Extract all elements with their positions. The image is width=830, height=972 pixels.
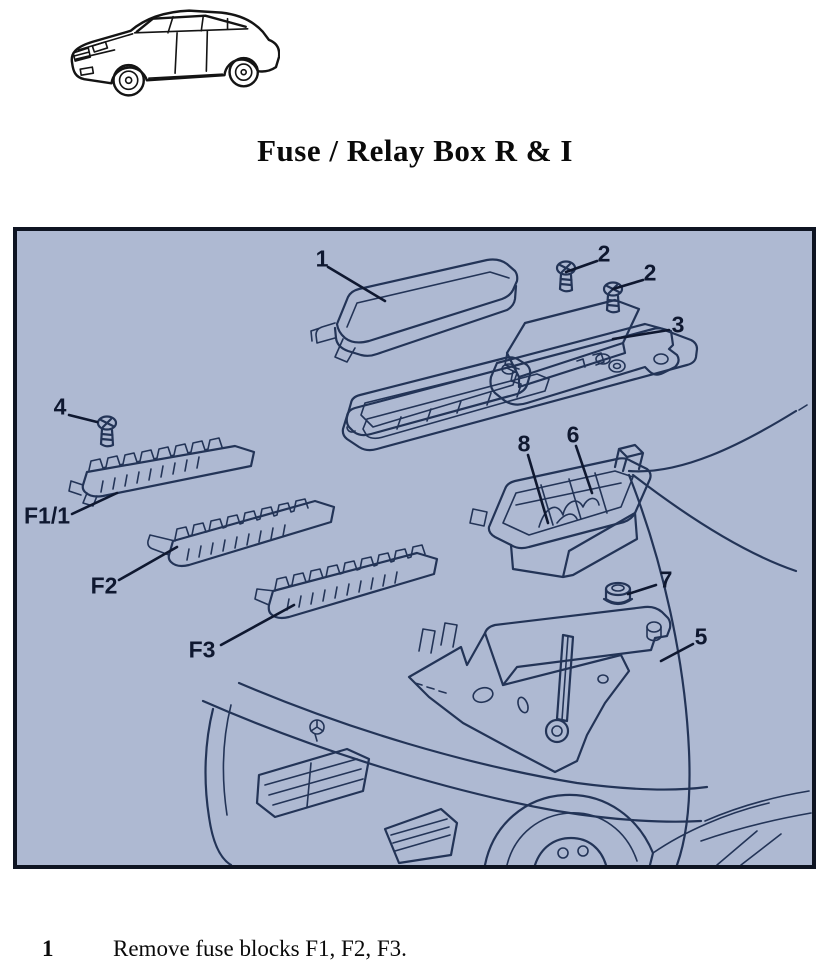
fuse-block-f1-1	[68, 437, 256, 507]
leader-lines	[67, 259, 695, 663]
page-title: Fuse / Relay Box R & I	[257, 133, 573, 168]
leader-line-part-1	[326, 265, 387, 303]
exploded-view-illustration	[67, 258, 812, 865]
instruction-step: 1 Remove fuse blocks F1, F2, F3.	[42, 936, 782, 962]
bracket-5	[407, 605, 672, 774]
step-number: 1	[42, 936, 54, 961]
leader-line-screw-2a	[564, 259, 599, 274]
leader-line-part-7	[626, 583, 658, 596]
car-body-lines	[201, 404, 812, 865]
leader-line-part-8	[526, 453, 550, 525]
sedan-line-art-icon	[70, 9, 281, 97]
leader-line-part-3	[611, 328, 671, 341]
leader-line-block-f2	[117, 545, 179, 582]
relay-socket-6-8	[469, 443, 652, 579]
grommet-7	[602, 581, 634, 606]
leader-line-screw-4	[67, 413, 99, 424]
car-thumbnail	[56, 2, 281, 104]
screw-4	[96, 415, 118, 448]
leader-line-part-5	[659, 642, 695, 663]
fuse-block-f3	[254, 544, 439, 620]
leader-line-screw-2b	[611, 278, 645, 291]
fuse-block-f2	[147, 498, 336, 568]
step-text: Remove fuse blocks F1, F2, F3.	[113, 936, 407, 961]
leader-line-block-f3	[219, 603, 296, 647]
leader-line-block-f1-1	[70, 491, 119, 516]
part-3-relay-cover	[489, 298, 680, 406]
part-1-cover	[310, 258, 519, 363]
part-2-screws	[555, 260, 624, 314]
leader-line-part-6	[574, 444, 594, 495]
